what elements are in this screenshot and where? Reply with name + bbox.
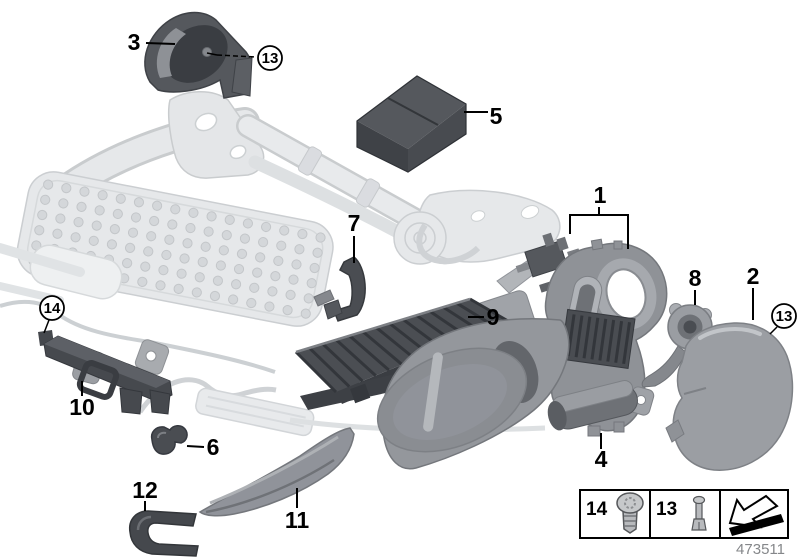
callout-13-circle-right[interactable] bbox=[771, 303, 797, 329]
callout-3-label[interactable]: 3 bbox=[128, 29, 141, 55]
rivet-icon bbox=[691, 495, 707, 531]
legend-ref-13: 13 bbox=[656, 499, 677, 520]
callout-7-label[interactable]: 7 bbox=[348, 210, 361, 236]
legend-cell-fastener-14: 14 bbox=[586, 492, 644, 534]
callout-11-label[interactable]: 11 bbox=[285, 507, 310, 533]
part-11-illustration bbox=[198, 427, 355, 517]
callout-1-label[interactable]: 1 bbox=[594, 182, 607, 208]
callout-13-circled-top[interactable]: 13 bbox=[206, 45, 283, 71]
legend-table: 14 13 bbox=[579, 489, 789, 539]
part-1-mounting-plate-illustration bbox=[544, 238, 668, 437]
seat-side-trim-panel-illustration bbox=[376, 318, 570, 470]
part-4-illustration bbox=[547, 380, 655, 431]
callout-8-label[interactable]: 8 bbox=[689, 265, 702, 291]
part-6-illustration bbox=[150, 425, 188, 455]
callout-10[interactable]: 10 bbox=[69, 381, 95, 420]
callout-2[interactable]: 2 bbox=[747, 263, 760, 320]
callout-13-right-label[interactable]: 13 bbox=[776, 308, 793, 325]
callout-14-circled[interactable]: 14 bbox=[39, 295, 65, 334]
callout-13-circle-top[interactable] bbox=[257, 45, 283, 71]
callout-9-label[interactable]: 9 bbox=[487, 304, 500, 330]
legend-ref-14: 14 bbox=[586, 499, 608, 520]
callout-5[interactable]: 5 bbox=[464, 103, 503, 129]
callout-10-label[interactable]: 10 bbox=[69, 394, 95, 420]
callout-13-top-label[interactable]: 13 bbox=[262, 50, 279, 67]
direction-arrow-icon bbox=[728, 494, 784, 536]
part-12-illustration bbox=[128, 510, 199, 557]
callout-12-label[interactable]: 12 bbox=[132, 477, 158, 503]
callout-6[interactable]: 6 bbox=[186, 434, 220, 460]
callout-3[interactable]: 3 bbox=[128, 29, 176, 55]
legend-cell-fastener-13: 13 bbox=[656, 495, 707, 531]
callout-12[interactable]: 12 bbox=[132, 477, 158, 511]
callout-2-label[interactable]: 2 bbox=[747, 263, 760, 289]
part-3-illustration bbox=[144, 11, 253, 99]
torx-screw-icon bbox=[616, 492, 644, 534]
part-2-illustration bbox=[665, 322, 794, 471]
part-7-illustration bbox=[313, 256, 366, 322]
part-5-illustration bbox=[356, 75, 467, 173]
callout-7[interactable]: 7 bbox=[348, 210, 361, 263]
seat-frame-ghost-illustration bbox=[0, 91, 561, 437]
callout-9[interactable]: 9 bbox=[468, 304, 499, 330]
callout-13-circled-right[interactable]: 13 bbox=[769, 303, 797, 335]
diagram-number: 473511 bbox=[736, 541, 785, 558]
callout-4-label[interactable]: 4 bbox=[595, 446, 608, 472]
callout-1[interactable]: 1 bbox=[569, 182, 629, 249]
part-10-illustration bbox=[38, 330, 173, 415]
callout-6-label[interactable]: 6 bbox=[207, 434, 220, 460]
callout-14-label[interactable]: 14 bbox=[44, 300, 61, 317]
callout-11[interactable]: 11 bbox=[285, 488, 310, 533]
callout-4[interactable]: 4 bbox=[595, 433, 608, 472]
callout-5-label[interactable]: 5 bbox=[490, 103, 503, 129]
callout-8[interactable]: 8 bbox=[689, 265, 702, 305]
callout-14-circle[interactable] bbox=[39, 295, 65, 321]
